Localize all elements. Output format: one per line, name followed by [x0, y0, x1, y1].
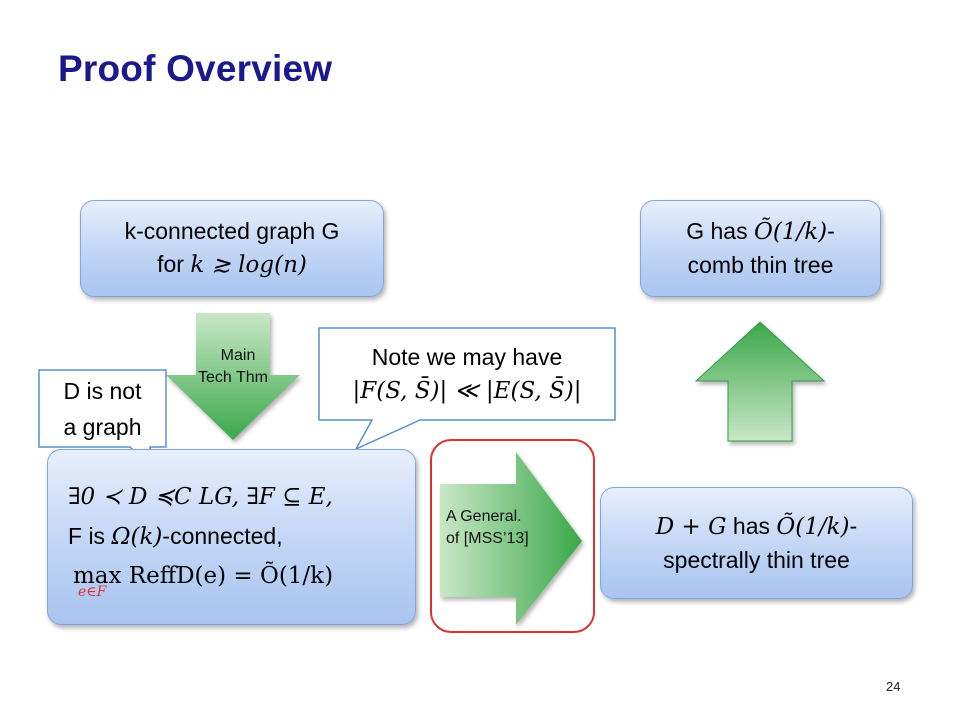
- note-callout: Note we may have |F(S, S̄)| ≪ |E(S, S̄)|: [319, 340, 615, 408]
- note-line2: |F(S, S̄)| ≪ |E(S, S̄)|: [352, 378, 582, 404]
- comb-thin-tree-box: G has Õ(1/k)- comb thin tree: [640, 200, 881, 297]
- d-not-graph-callout: D is not a graph: [39, 373, 166, 445]
- d-not-graph-line1: D is not: [63, 378, 142, 404]
- existence-statement-box: ∃0 ≺ D ≼C LG, ∃F ⊆ E, F is Ω(k)-connecte…: [47, 449, 416, 625]
- generalization-highlight-frame: [430, 439, 595, 633]
- spectral-box-line2: spectrally thin tree: [663, 546, 850, 573]
- existence-line2: F is Ω(k)-connected,: [68, 523, 283, 550]
- up-arrow: [694, 321, 826, 442]
- k-log-n-math: k ≳ log(n): [190, 252, 307, 278]
- note-line1: Note we may have: [371, 344, 563, 370]
- main-tech-arrow: [166, 313, 300, 440]
- general-mss-label: A General. of [MSS’13]: [446, 508, 529, 547]
- main-tech-label: Main Tech Thm: [198, 347, 268, 386]
- spectral-box-line1: D + G has Õ(1/k)-: [655, 512, 858, 540]
- k-connected-graph-box: k-connected graph G for k ≳ log(n): [80, 200, 384, 297]
- d-not-graph-line2: a graph: [63, 414, 142, 440]
- comb-box-line1: G has Õ(1/k)-: [686, 218, 835, 245]
- max-subscript: e∈F: [78, 584, 107, 600]
- graph-box-line2: for k ≳ log(n): [157, 251, 307, 278]
- comb-box-line2: comb thin tree: [687, 252, 834, 278]
- note-callout-shape: [318, 327, 616, 451]
- page-number: 24: [886, 679, 901, 694]
- graph-box-line1: k-connected graph G: [124, 218, 340, 244]
- existence-line3: max ReffD(e) = Õ(1/k): [73, 563, 334, 589]
- existence-line1: ∃0 ≺ D ≼C LG, ∃F ⊆ E,: [68, 484, 333, 510]
- slide-title: Proof Overview: [58, 48, 333, 89]
- generalization-arrow: [440, 452, 582, 625]
- spectrally-thin-tree-box: D + G has Õ(1/k)- spectrally thin tree: [600, 487, 913, 599]
